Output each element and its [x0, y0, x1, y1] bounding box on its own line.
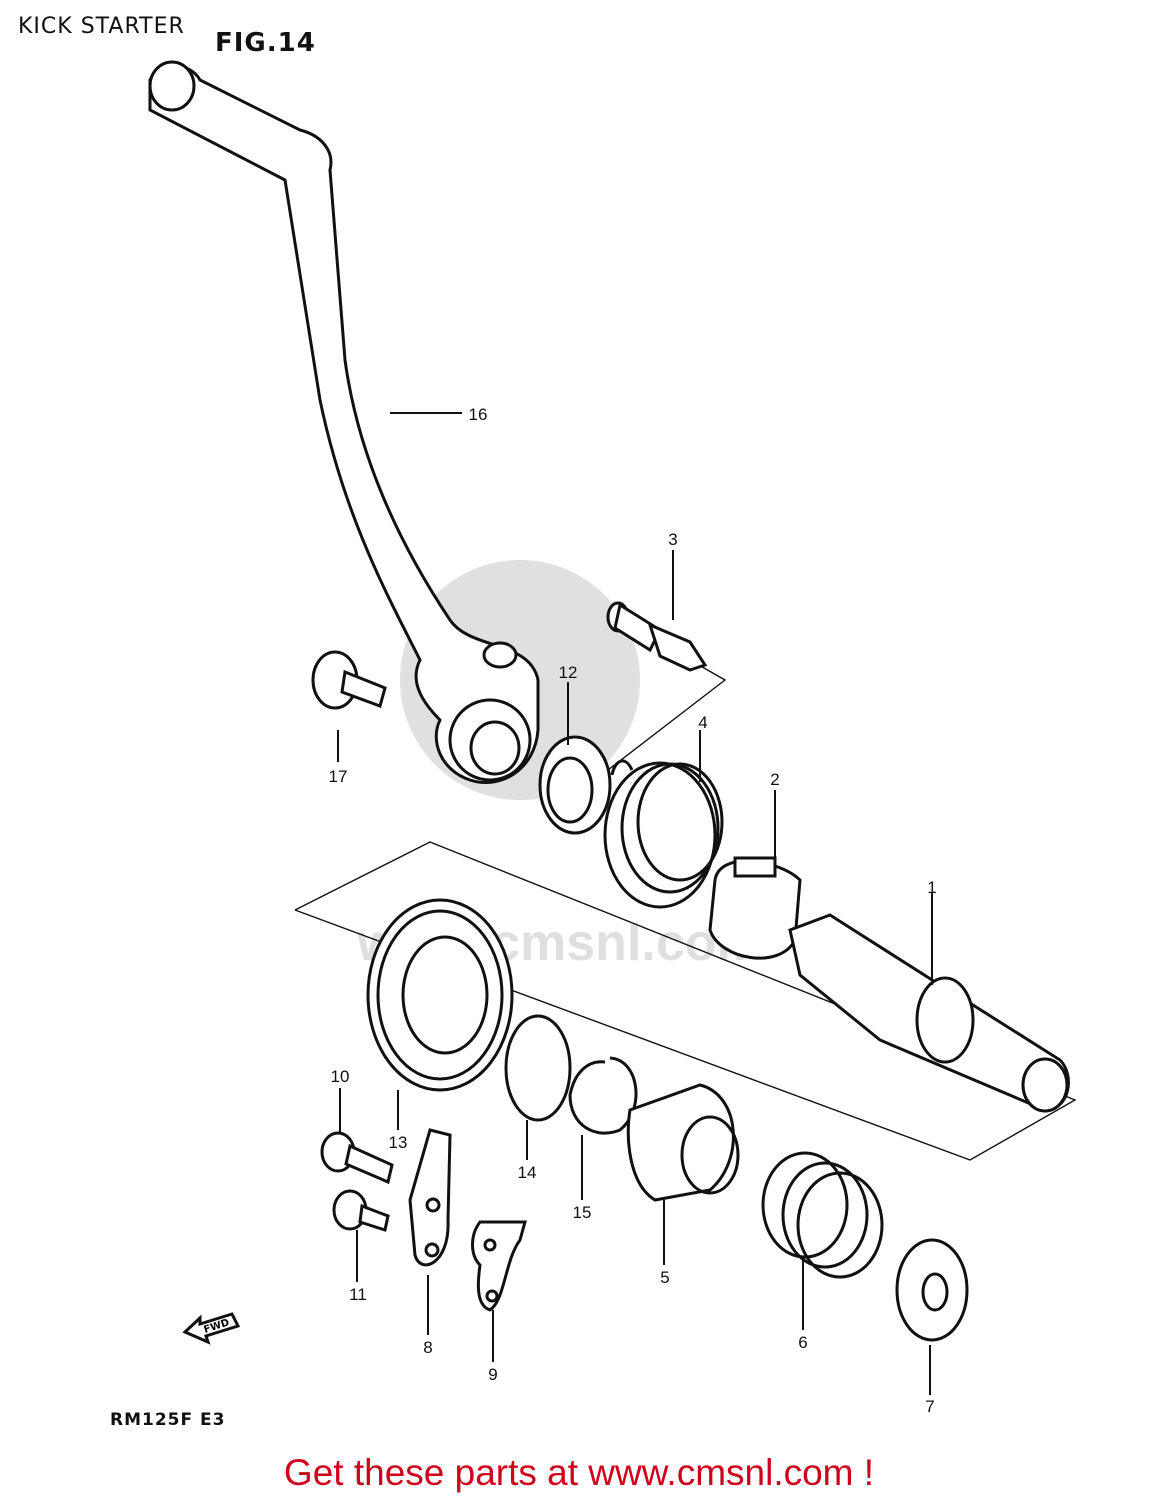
stopper-9 [471, 1220, 527, 1312]
callout-2: 2 [770, 770, 779, 789]
model-code: RM125F E3 [110, 1410, 226, 1430]
bushing-12 [538, 735, 612, 835]
bolt-10 [320, 1131, 394, 1185]
ratchet-5 [626, 1083, 740, 1202]
kick-shaft-1 [788, 913, 1070, 1113]
callout-4: 4 [698, 713, 707, 732]
kick-gear-13 [366, 898, 514, 1092]
callout-10: 10 [331, 1067, 350, 1086]
ratchet-spring-6 [761, 1151, 884, 1279]
callout-14: 14 [518, 1163, 537, 1182]
callout-labels: 1 2 3 4 5 6 7 8 9 10 11 12 13 14 15 16 1… [329, 405, 937, 1416]
bolt-3 [606, 601, 708, 672]
callout-17: 17 [329, 767, 348, 786]
bolt-17 [311, 650, 387, 710]
page-title: KICK STARTER [18, 14, 185, 39]
callout-leaders [337, 412, 933, 1395]
washer-7 [895, 1238, 969, 1342]
assembly-guide-lower [294, 841, 1077, 1161]
spring-guide-2 [708, 856, 802, 960]
promo-banner[interactable]: Get these parts at www.cmsnl.com ! [283, 1452, 875, 1493]
figure-label: FIG.14 [215, 28, 316, 58]
callout-12: 12 [559, 663, 578, 682]
callout-16: 16 [469, 405, 488, 424]
callout-15: 15 [573, 1203, 592, 1222]
callout-5: 5 [660, 1268, 669, 1287]
kick-spring-4 [603, 759, 724, 909]
callout-6: 6 [798, 1333, 807, 1352]
bolt-11 [332, 1189, 390, 1232]
fwd-arrow-icon: FWD [182, 1312, 241, 1345]
callout-7: 7 [925, 1397, 934, 1416]
kick-lever [148, 60, 540, 785]
circlip-15 [568, 1056, 638, 1135]
circlip-14 [504, 1014, 572, 1122]
callout-8: 8 [423, 1338, 432, 1357]
callout-13: 13 [389, 1133, 408, 1152]
callout-1: 1 [927, 878, 936, 897]
callout-11: 11 [349, 1285, 367, 1304]
stopper-plate-8 [408, 1128, 452, 1267]
callout-9: 9 [488, 1365, 497, 1384]
callout-3: 3 [668, 530, 677, 549]
